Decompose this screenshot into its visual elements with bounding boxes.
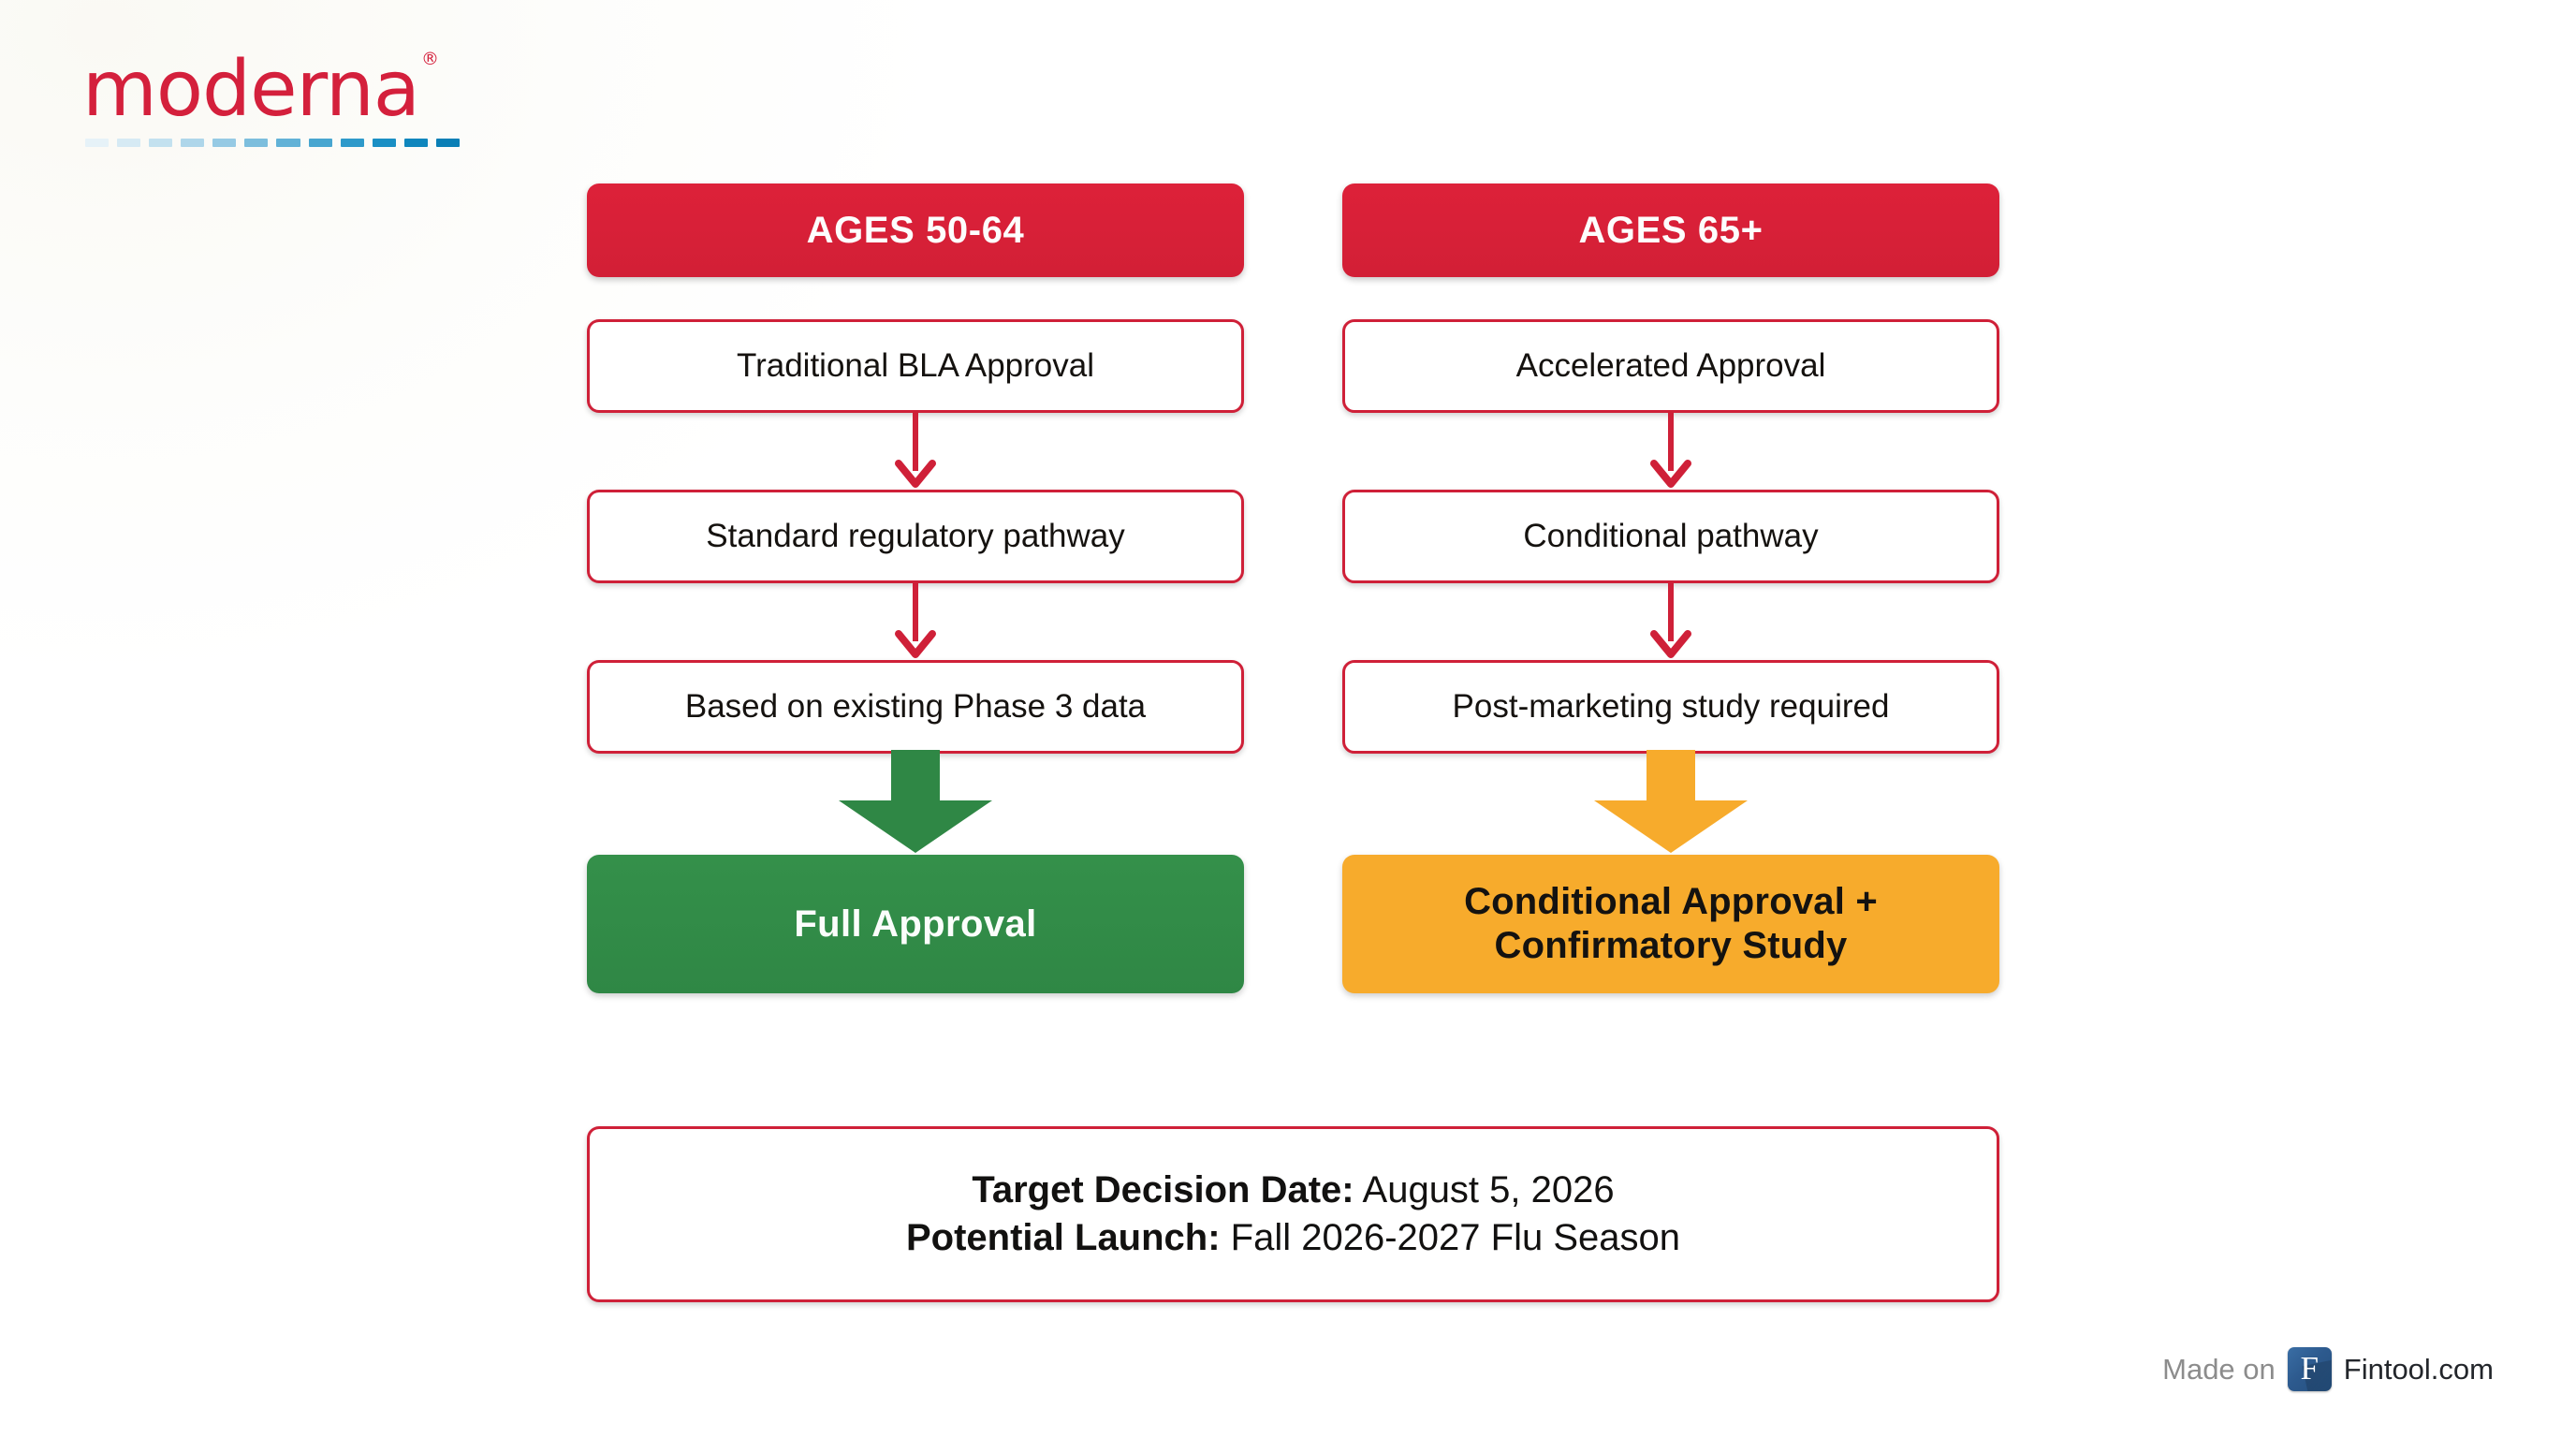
summary-value-target-decision-date: August 5, 2026 bbox=[1354, 1169, 1615, 1211]
brand-underline-dash-2 bbox=[117, 139, 141, 147]
brand-underline-dash-3 bbox=[149, 139, 173, 147]
connector-arrow-down-icon bbox=[1342, 583, 1999, 660]
outcome-arrow-green-icon bbox=[587, 750, 1244, 855]
outcome-label: Full Approval bbox=[794, 902, 1037, 945]
summary-label-potential-launch: Potential Launch: bbox=[905, 1217, 1221, 1258]
summary-value-potential-launch: Fall 2026-2027 Flu Season bbox=[1220, 1217, 1680, 1258]
brand-underline-dash-12 bbox=[435, 139, 460, 147]
pathway-column-ages-50-64: AGES 50-64 Traditional BLA Approval Stan… bbox=[587, 183, 1244, 993]
outcome-label-line-2: Confirmatory Study bbox=[1494, 925, 1848, 966]
brand-underline-dash-5 bbox=[212, 139, 237, 147]
brand-underline-dash-11 bbox=[403, 139, 428, 147]
column-header-label: AGES 50-64 bbox=[806, 209, 1025, 251]
connector-arrow bbox=[1342, 277, 1999, 319]
fintool-logo-icon: F bbox=[2287, 1347, 2332, 1391]
brand-underline-dash-7 bbox=[276, 139, 300, 147]
step-box-based-on-existing-phase-3-data: Based on existing Phase 3 data bbox=[587, 660, 1244, 754]
brand-wordmark: moderna® bbox=[82, 48, 439, 128]
fintool-logo-letter: F bbox=[2300, 1350, 2319, 1387]
brand-underline-dash-6 bbox=[244, 139, 269, 147]
brand-underline-dash-9 bbox=[340, 139, 364, 147]
summary-label-target-decision-date: Target Decision Date: bbox=[972, 1169, 1354, 1211]
step-box-conditional-pathway: Conditional pathway bbox=[1342, 490, 1999, 583]
summary-line-potential-launch: Potential Launch: Fall 2026-2027 Flu Sea… bbox=[906, 1217, 1680, 1259]
outcome-box-full-approval: Full Approval bbox=[587, 855, 1244, 993]
brand-underline-dash-1 bbox=[85, 139, 110, 147]
step-box-accelerated-approval: Accelerated Approval bbox=[1342, 319, 1999, 413]
registered-trademark-icon: ® bbox=[421, 48, 439, 69]
column-header-ages-50-64: AGES 50-64 bbox=[587, 183, 1244, 277]
step-box-post-marketing-study-required: Post-marketing study required bbox=[1342, 660, 1999, 754]
brand-underline-dash-10 bbox=[372, 139, 396, 147]
step-label: Traditional BLA Approval bbox=[737, 347, 1094, 384]
brand-underline-dashes bbox=[85, 139, 460, 147]
step-label: Based on existing Phase 3 data bbox=[684, 688, 1147, 725]
summary-line-target-decision-date: Target Decision Date: August 5, 2026 bbox=[972, 1169, 1614, 1211]
step-box-traditional-bla-approval: Traditional BLA Approval bbox=[587, 319, 1244, 413]
connector-arrow-down-icon bbox=[1342, 413, 1999, 490]
connector-arrow bbox=[587, 277, 1244, 319]
column-header-label: AGES 65+ bbox=[1578, 209, 1764, 251]
outcome-label: Conditional Approval + Confirmatory Stud… bbox=[1464, 880, 1878, 968]
step-label: Post-marketing study required bbox=[1452, 688, 1890, 725]
pathway-column-ages-65-plus: AGES 65+ Accelerated Approval Conditiona… bbox=[1342, 183, 1999, 993]
column-header-ages-65-plus: AGES 65+ bbox=[1342, 183, 1999, 277]
step-label: Standard regulatory pathway bbox=[706, 518, 1125, 554]
outcome-label-line-1: Conditional Approval + bbox=[1464, 880, 1878, 922]
outcome-box-conditional-approval-confirmatory-study: Conditional Approval + Confirmatory Stud… bbox=[1342, 855, 1999, 993]
brand-underline-dash-4 bbox=[181, 139, 205, 147]
connector-arrow-down-icon bbox=[587, 413, 1244, 490]
made-on-label: Made on bbox=[2162, 1352, 2276, 1386]
made-on-fintool-watermark[interactable]: Made on F Fintool.com bbox=[2162, 1347, 2494, 1391]
brand-wordmark-text: moderna bbox=[82, 45, 420, 134]
step-label: Accelerated Approval bbox=[1515, 347, 1826, 384]
outcome-arrow-orange-icon bbox=[1342, 750, 1999, 855]
connector-arrow-down-icon bbox=[587, 583, 1244, 660]
summary-box-target-dates: Target Decision Date: August 5, 2026 Pot… bbox=[587, 1126, 1999, 1302]
fintool-site-name: Fintool.com bbox=[2343, 1352, 2494, 1386]
brand-underline-dash-8 bbox=[308, 139, 332, 147]
moderna-logo: moderna® bbox=[82, 48, 476, 147]
step-box-standard-regulatory-pathway: Standard regulatory pathway bbox=[587, 490, 1244, 583]
step-label: Conditional pathway bbox=[1523, 518, 1819, 554]
